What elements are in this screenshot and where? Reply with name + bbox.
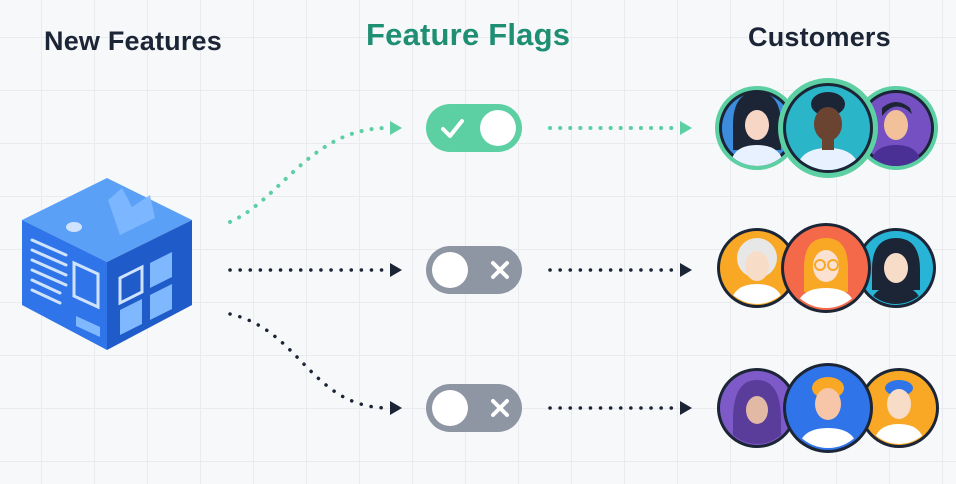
feature-flag-toggle-off-2[interactable] (426, 384, 522, 432)
customers-heading: Customers (748, 22, 891, 52)
arrowhead-customers-1 (680, 121, 692, 135)
arrowhead-flag-on (390, 121, 402, 135)
customer-group-disabled-2 (717, 363, 939, 453)
arrowhead-customers-2 (680, 263, 692, 277)
arrowhead-flag-off-2 (390, 401, 402, 415)
customer-group-enabled (715, 78, 938, 178)
connector-to-flag-off-2 (228, 312, 387, 410)
feature-cube-icon (22, 178, 192, 350)
customer-avatar (733, 380, 781, 444)
customer-avatar (730, 92, 784, 166)
new-features-heading: New Features (44, 26, 222, 56)
customer-group-disabled-1 (717, 223, 936, 313)
x-icon (491, 399, 509, 417)
customer-avatar (870, 238, 922, 304)
check-icon (441, 119, 464, 138)
connector-to-flag-on (228, 126, 387, 224)
feature-flag-toggle-off-1[interactable] (426, 246, 522, 294)
x-icon (491, 261, 509, 279)
arrowhead-customers-3 (680, 401, 692, 415)
feature-flags-heading: Feature Flags (366, 17, 571, 52)
feature-flag-toggle-on[interactable] (426, 104, 522, 152)
arrowhead-flag-off-1 (390, 263, 402, 277)
